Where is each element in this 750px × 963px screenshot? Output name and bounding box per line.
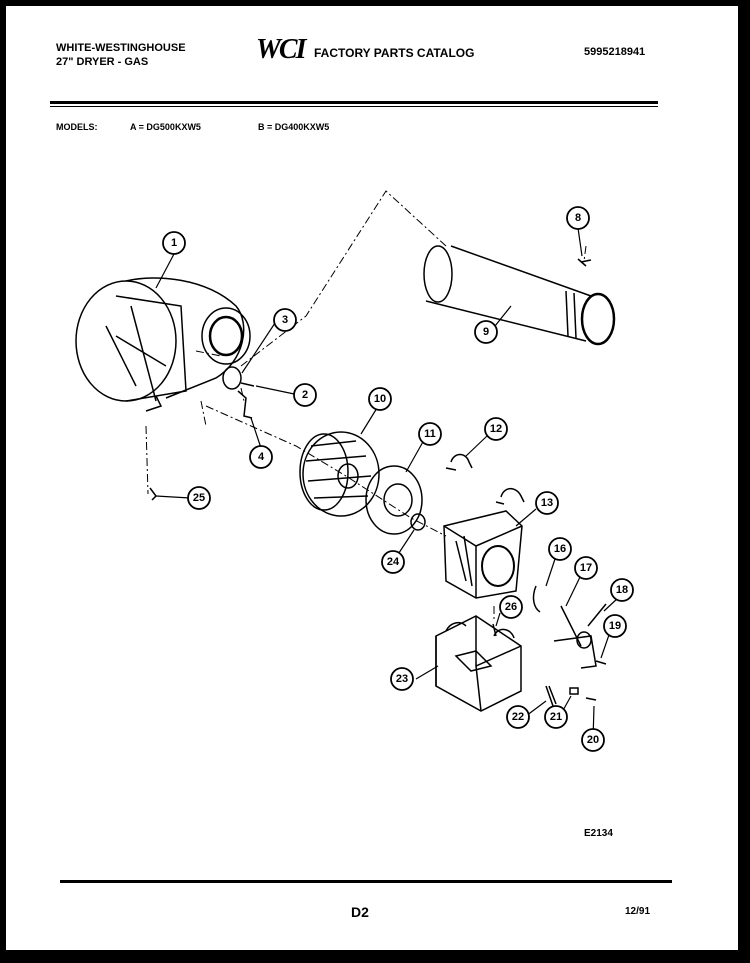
- leader-lines: [155, 227, 619, 741]
- bracket-part: [237, 390, 253, 419]
- svg-text:22: 22: [512, 711, 524, 723]
- svg-text:12: 12: [490, 423, 502, 435]
- svg-text:8: 8: [575, 212, 581, 224]
- callout-22: 22: [506, 705, 530, 729]
- svg-text:24: 24: [387, 556, 400, 568]
- svg-text:16: 16: [554, 543, 566, 555]
- callout-18: 18: [610, 578, 634, 602]
- callout-21: 21: [544, 705, 568, 729]
- models-label: MODELS:: [56, 122, 98, 132]
- callout-2: 2: [293, 383, 317, 407]
- callout-13: 13: [535, 491, 559, 515]
- assembly-lines: [145, 190, 587, 622]
- callout-23: 23: [390, 667, 414, 691]
- callout-19: 19: [603, 614, 627, 638]
- small-screw-part: [585, 697, 597, 701]
- svg-text:25: 25: [193, 492, 205, 504]
- svg-text:18: 18: [616, 584, 628, 596]
- figure-code: E2134: [584, 828, 613, 839]
- spring-part: [545, 685, 557, 707]
- brand-line-2: 27" DRYER - GAS: [56, 56, 149, 68]
- callout-26: 26: [499, 595, 523, 619]
- wci-logo: WCI: [256, 34, 306, 65]
- housing-screw-part: [149, 487, 157, 501]
- catalog-number: 5995218941: [584, 46, 646, 58]
- callout-8: 8: [566, 206, 590, 230]
- clamp-ring-part: [222, 366, 242, 390]
- motor-part: [443, 510, 523, 599]
- blower-wheel-part: [299, 431, 380, 517]
- svg-text:9: 9: [483, 326, 489, 338]
- page-code: D2: [351, 904, 369, 920]
- catalog-sheet: WHITE-WESTINGHOUSE 27" DRYER - GAS WCI F…: [6, 6, 738, 950]
- callout-25: 25: [187, 486, 211, 510]
- callout-9: 9: [474, 320, 498, 344]
- svg-text:10: 10: [374, 393, 386, 405]
- motor-clip-part: [445, 453, 473, 471]
- washer-part: [410, 513, 426, 531]
- mount-screw-part: [492, 623, 497, 637]
- exploded-parts-diagram: 1 2 3 4 8 9 10 11 12 13 16 17 18 19 20 2…: [75, 190, 634, 752]
- callout-17: 17: [574, 556, 598, 580]
- clamp-screw-part: [240, 382, 255, 387]
- model-b: B = DG400KXW5: [258, 122, 330, 132]
- svg-text:2: 2: [302, 389, 308, 401]
- callout-11: 11: [418, 422, 442, 446]
- callout-4: 4: [249, 445, 273, 469]
- svg-text:20: 20: [587, 734, 599, 746]
- svg-text:17: 17: [580, 562, 592, 574]
- callout-12: 12: [484, 417, 508, 441]
- header-rule: [50, 101, 658, 104]
- callout-1: 1: [162, 231, 186, 255]
- callout-10: 10: [368, 387, 392, 411]
- idler-screw-part: [595, 660, 607, 665]
- svg-text:26: 26: [505, 601, 517, 613]
- svg-text:23: 23: [396, 673, 408, 685]
- switch-lever-part: [532, 585, 541, 613]
- callout-24: 24: [381, 550, 405, 574]
- header-rule-thin: [50, 106, 658, 107]
- callout-16: 16: [548, 537, 572, 561]
- motor-clip-upper-part: [495, 487, 525, 505]
- seal-disc-part: [365, 465, 423, 535]
- svg-text:3: 3: [282, 314, 288, 326]
- nut-part: [569, 687, 579, 695]
- callout-3: 3: [273, 308, 297, 332]
- callout-20: 20: [581, 728, 605, 752]
- brand-line-1: WHITE-WESTINGHOUSE: [56, 42, 186, 54]
- catalog-title: FACTORY PARTS CATALOG: [314, 46, 475, 60]
- svg-text:13: 13: [541, 497, 553, 509]
- model-a: A = DG500KXW5: [130, 122, 201, 132]
- exhaust-duct-part: [423, 245, 616, 346]
- svg-text:21: 21: [550, 711, 562, 723]
- svg-text:11: 11: [424, 428, 436, 440]
- motor-mount-part: [435, 615, 522, 712]
- svg-text:4: 4: [258, 451, 265, 463]
- blower-housing-part: [75, 277, 251, 412]
- screw-part: [577, 258, 592, 267]
- footer-rule: [60, 880, 672, 883]
- svg-text:1: 1: [171, 237, 177, 249]
- footer-date: 12/91: [625, 906, 651, 917]
- idler-assembly-part: [553, 603, 607, 669]
- svg-text:19: 19: [609, 620, 621, 632]
